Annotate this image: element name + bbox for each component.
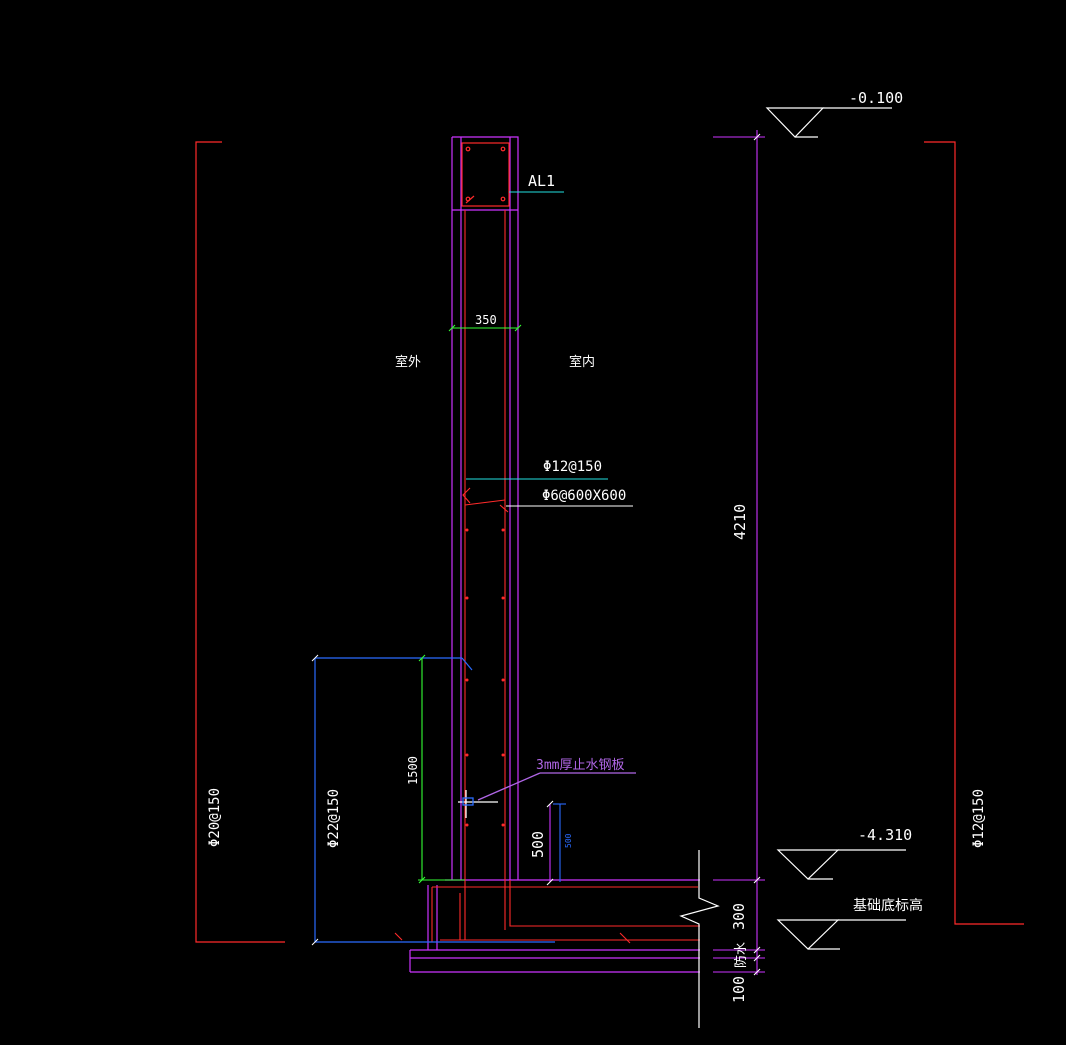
indoor-label: 室内 — [569, 354, 595, 370]
right-inner-rebar — [924, 141, 1024, 925]
blinding-label: 100 — [730, 976, 748, 1003]
horizontal-rebar-label: Φ12@150 — [543, 459, 602, 475]
rebar-ticks — [311, 654, 319, 946]
elevation-marker-top — [765, 107, 892, 138]
kicker-height-label: 500 — [529, 831, 547, 858]
elevation-marker-foundation — [776, 919, 906, 950]
raft-thickness-label: 300 — [730, 903, 748, 930]
outdoor-label: 室外 — [395, 354, 421, 370]
elevation-floor-label: -4.310 — [858, 826, 912, 844]
left-outer-rebar-label: Φ20@150 — [207, 788, 223, 847]
dim-500 — [546, 800, 566, 886]
text-layer: -0.100 -4.310 基础底标高 AL1 350 室外 室内 Φ12@15… — [207, 89, 987, 1003]
break-line — [679, 850, 720, 1028]
wall-rebar — [462, 210, 509, 940]
wall-thickness-label: 350 — [475, 313, 497, 327]
dim-1500 — [418, 654, 465, 884]
wall-height-label: 4210 — [731, 504, 749, 540]
outer-length-label: 1500 — [406, 756, 420, 785]
right-inner-rebar-label: Φ12@150 — [971, 789, 987, 848]
wall-outline — [409, 136, 700, 973]
dim-4210 — [713, 130, 765, 976]
waterstop-plate — [458, 772, 636, 818]
tie-rebar-label: Φ6@600X600 — [542, 488, 626, 504]
elevation-top-label: -0.100 — [849, 89, 903, 107]
dim-350 — [448, 324, 522, 332]
waterstop-label: 3mm厚止水钢板 — [536, 758, 624, 773]
left-inner-rebar-label: Φ22@150 — [326, 789, 342, 848]
elevation-marker-floor — [776, 849, 906, 880]
foundation-bottom-label: 基础底标高 — [853, 897, 923, 914]
left-outer-rebar — [195, 141, 285, 943]
beam-label: AL1 — [528, 172, 555, 190]
waterproof-label: 防水 — [733, 942, 749, 968]
foundation-rebar — [394, 880, 700, 944]
beam-al1 — [461, 142, 510, 207]
left-inner-rebar — [314, 657, 555, 943]
wall-rebar-dots — [465, 528, 505, 827]
kicker-small-label: 500 — [564, 833, 573, 848]
